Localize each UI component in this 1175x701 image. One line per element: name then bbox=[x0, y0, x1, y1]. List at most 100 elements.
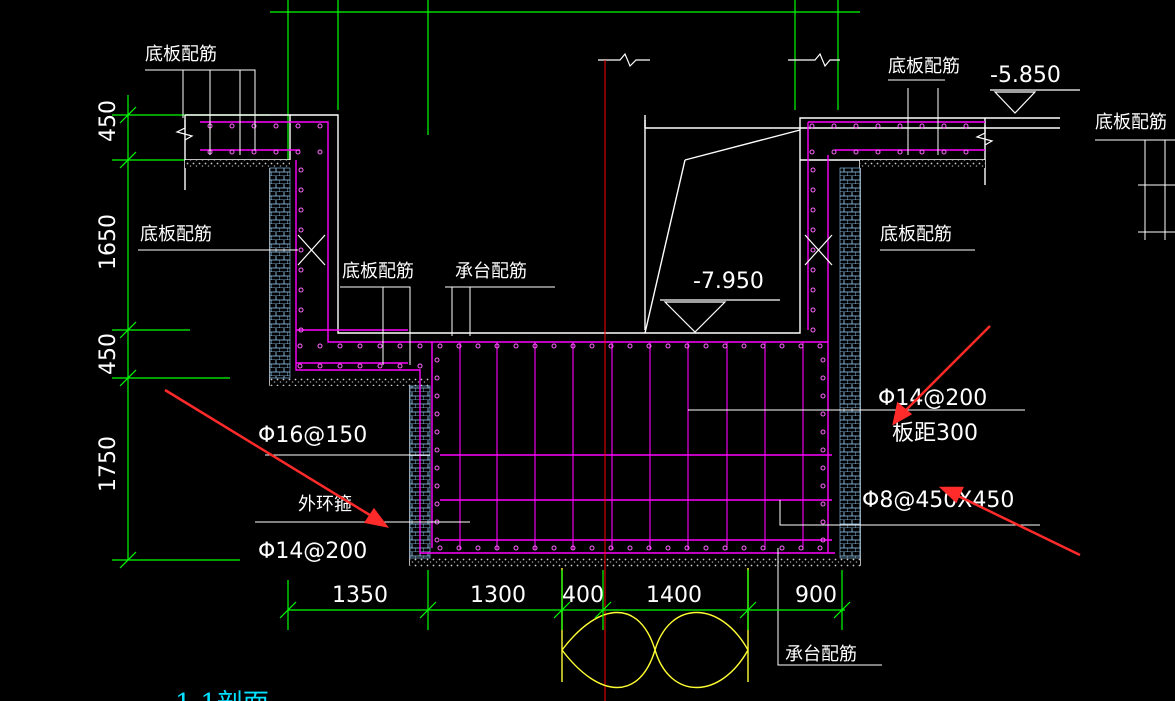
rebar-dot bbox=[941, 123, 947, 129]
rebar-dot bbox=[317, 123, 323, 129]
rebar-dot bbox=[513, 343, 519, 349]
rebar-dot bbox=[779, 343, 785, 349]
cross-marks bbox=[297, 234, 833, 266]
rebar-dot bbox=[919, 149, 925, 155]
rebar-dot bbox=[456, 343, 462, 349]
rebar-dot bbox=[494, 343, 500, 349]
rebar-dot bbox=[897, 123, 903, 129]
rebar-dot bbox=[251, 123, 257, 129]
rebar-dot bbox=[298, 267, 304, 273]
rebar-dot bbox=[820, 501, 826, 507]
rebar-dot bbox=[532, 343, 538, 349]
label-bottom-rebar-right-mid: 底板配筋 bbox=[880, 224, 952, 245]
dim-h-900: 900 bbox=[795, 583, 837, 608]
spec-phi14-200-left: Φ14@200 bbox=[258, 539, 367, 564]
top-dimension-chain bbox=[270, 0, 860, 160]
rebar-dot bbox=[317, 363, 323, 369]
rebar-dot bbox=[570, 545, 576, 551]
rebar-dot bbox=[298, 207, 304, 213]
rebar-dot bbox=[810, 207, 816, 213]
rebar-dot bbox=[551, 545, 557, 551]
rebar-dot bbox=[608, 343, 614, 349]
dim-v-1650: 1650 bbox=[96, 214, 121, 270]
rebar-dot bbox=[820, 537, 826, 543]
elevation-marker-top bbox=[990, 89, 1080, 114]
label-bottom-rebar-far-right: 底板配筋 bbox=[1095, 112, 1167, 133]
spec-phi16-150: Φ16@150 bbox=[258, 423, 367, 448]
rebar-dot bbox=[684, 343, 690, 349]
break-lines bbox=[175, 52, 994, 146]
rebar-dot bbox=[741, 545, 747, 551]
rebar-dot bbox=[722, 545, 728, 551]
rebar-dot bbox=[646, 343, 652, 349]
gravel-band-top-left bbox=[185, 160, 290, 168]
rebar-dot bbox=[703, 343, 709, 349]
rebar-dot bbox=[703, 545, 709, 551]
rebar-dot bbox=[317, 343, 323, 349]
label-bottom-rebar-top-left: 底板配筋 bbox=[145, 44, 217, 65]
rebar-dot bbox=[317, 149, 323, 155]
rebar-dot bbox=[229, 149, 235, 155]
dim-h-400: 400 bbox=[562, 583, 604, 608]
label-bottom-rebar-top-right: 底板配筋 bbox=[888, 56, 960, 77]
rebar-dot bbox=[251, 149, 257, 155]
rebar-dot bbox=[337, 363, 343, 369]
spec-phi14-200-right: Φ14@200 bbox=[878, 386, 987, 411]
rebar-dot bbox=[810, 307, 816, 313]
rebar-dot bbox=[820, 375, 826, 381]
rebar-dot bbox=[513, 545, 519, 551]
label-cap-rebar-top: 承台配筋 bbox=[455, 261, 527, 282]
rebar-dot bbox=[434, 429, 440, 435]
rebar-dot bbox=[810, 327, 816, 333]
rebar-dot bbox=[397, 363, 403, 369]
rebar-dot bbox=[434, 465, 440, 471]
rebar-dot bbox=[377, 363, 383, 369]
rebar-dot bbox=[820, 465, 826, 471]
rebar-dot bbox=[434, 447, 440, 453]
dim-v-450-top: 450 bbox=[96, 100, 121, 142]
dim-h-1400: 1400 bbox=[646, 583, 702, 608]
rebar-dot bbox=[810, 287, 816, 293]
rebar-dot bbox=[297, 363, 303, 369]
rebar-dot bbox=[589, 545, 595, 551]
rebar-dot bbox=[475, 545, 481, 551]
rebar-dot bbox=[820, 519, 826, 525]
rebar-dot bbox=[434, 501, 440, 507]
rebar-dot bbox=[684, 545, 690, 551]
rebar-dot bbox=[798, 545, 804, 551]
rebar-dot bbox=[820, 411, 826, 417]
elevation-pit-text: -7.950 bbox=[693, 269, 764, 294]
rebar-dot bbox=[627, 545, 633, 551]
rebar-dot bbox=[456, 545, 462, 551]
rebar-dot bbox=[298, 307, 304, 313]
rebar-dot bbox=[779, 545, 785, 551]
rebar-dot bbox=[646, 545, 652, 551]
rebar-dot bbox=[357, 363, 363, 369]
brick-wall-right bbox=[839, 167, 861, 559]
dim-v-1750: 1750 bbox=[96, 436, 121, 492]
rebar-dot bbox=[820, 357, 826, 363]
rebar-dot bbox=[875, 123, 881, 129]
rebar-dot bbox=[298, 287, 304, 293]
rebar-dot bbox=[417, 343, 423, 349]
vertical-dimension-chain bbox=[112, 95, 270, 569]
label-bottom-rebar-left-mid: 底板配筋 bbox=[140, 224, 212, 245]
rebar-dot bbox=[434, 375, 440, 381]
label-bottom-rebar-inner: 底板配筋 bbox=[342, 261, 414, 282]
rebar-dot bbox=[809, 149, 815, 155]
rebar-dot bbox=[809, 123, 815, 129]
spec-phi8-450: Φ8@450X450 bbox=[862, 488, 1014, 513]
rebar-dot bbox=[273, 149, 279, 155]
rebar-dot bbox=[608, 545, 614, 551]
rebar-dot bbox=[627, 343, 633, 349]
rebar-dot bbox=[434, 411, 440, 417]
bottom-dimension-chain bbox=[279, 570, 851, 630]
rebar-dot bbox=[810, 187, 816, 193]
dim-h-1300: 1300 bbox=[470, 583, 526, 608]
rebar-dot bbox=[760, 343, 766, 349]
rebar-dot bbox=[298, 327, 304, 333]
rebar-dot bbox=[357, 343, 363, 349]
brick-wall-left-upper bbox=[269, 167, 291, 379]
gravel-band-top-right bbox=[860, 160, 985, 168]
